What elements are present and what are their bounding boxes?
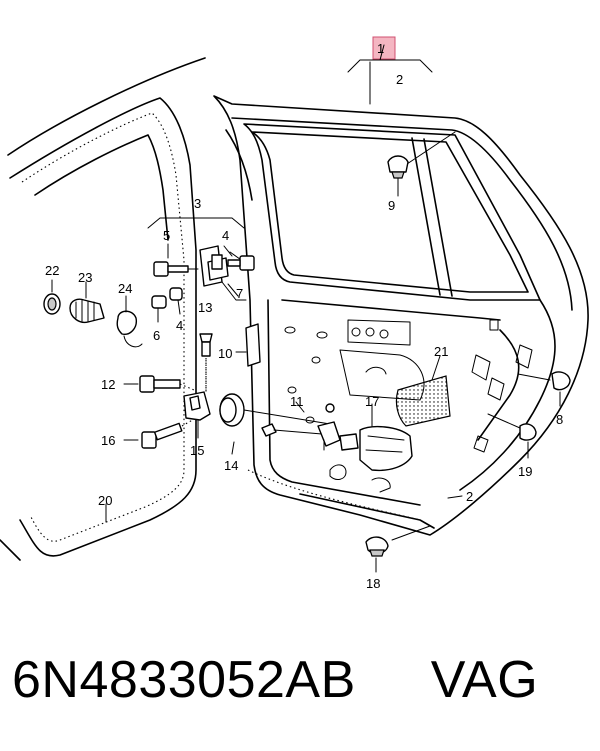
- callout-3: 3: [194, 196, 201, 211]
- part-21-pad: [395, 355, 451, 427]
- callout-15: 15: [190, 443, 204, 458]
- footer-caption: 6N4833052AB VAG: [12, 650, 592, 730]
- callout-5: 5: [163, 228, 170, 243]
- leader-7: [227, 283, 239, 297]
- part-8-grommet: [517, 371, 571, 407]
- part-14-grommet: [219, 393, 331, 455]
- callout-10: 10: [218, 346, 232, 361]
- exploded-parts-diagram: 1 2 3 4 5 9 22 23 24 7 13 6 4 10 21 12 1…: [0, 36, 589, 591]
- leader-2-side: [447, 495, 463, 499]
- part-15-check: [183, 360, 211, 439]
- callout-20: 20: [98, 493, 112, 508]
- door-shell: [213, 95, 589, 536]
- callout-6: 6: [153, 328, 160, 343]
- callout-19: 19: [518, 464, 532, 479]
- part-5-bolt: [153, 243, 199, 277]
- part-6-cap: [151, 295, 167, 323]
- callout-22: 22: [45, 263, 59, 278]
- brand-label: VAG: [430, 651, 539, 709]
- callout-4-top: 4: [222, 228, 229, 243]
- callout-7: 7: [236, 286, 243, 301]
- callout-3-bracket: [147, 217, 245, 229]
- callout-2-bracket: [347, 59, 433, 73]
- callout-21: 21: [434, 344, 448, 359]
- part-18-grommet: [365, 525, 431, 573]
- callout-14: 14: [224, 458, 238, 473]
- part-19-grommet: [487, 413, 537, 459]
- part-16-bolt: [123, 417, 197, 449]
- part-17-lock: [339, 403, 413, 472]
- part-number: 6N4833052AB: [12, 651, 356, 709]
- body-door-opening: [0, 57, 206, 561]
- callout-2-side: 2: [466, 489, 473, 504]
- part-9-grommet: [387, 131, 456, 197]
- callout-4-low: 4: [176, 318, 183, 333]
- callout-9: 9: [388, 198, 395, 213]
- part-10-plate: [235, 323, 261, 367]
- callout-16: 16: [101, 433, 115, 448]
- callout-1-highlight: [372, 36, 396, 60]
- part-24-clip: [116, 295, 143, 348]
- part-4-cap: [169, 287, 183, 315]
- callout-12: 12: [101, 377, 115, 392]
- part-11-rod: [261, 401, 341, 451]
- callout-1: 1: [377, 41, 384, 56]
- callout-13: 13: [198, 300, 212, 315]
- part-23-boot: [69, 281, 105, 324]
- callout-18: 18: [366, 576, 380, 591]
- part-13-screw: [199, 333, 213, 392]
- callout-2-top: 2: [396, 72, 403, 87]
- callout-23: 23: [78, 270, 92, 285]
- part-12-bolt: [123, 375, 195, 393]
- callout-8: 8: [556, 412, 563, 427]
- part-4-bolt: [223, 245, 255, 271]
- callout-17: 17: [365, 394, 379, 409]
- part-22-washer: [43, 279, 61, 315]
- callout-24: 24: [118, 281, 132, 296]
- part-hinge-assembly: [199, 245, 247, 301]
- callout-11: 11: [290, 394, 304, 409]
